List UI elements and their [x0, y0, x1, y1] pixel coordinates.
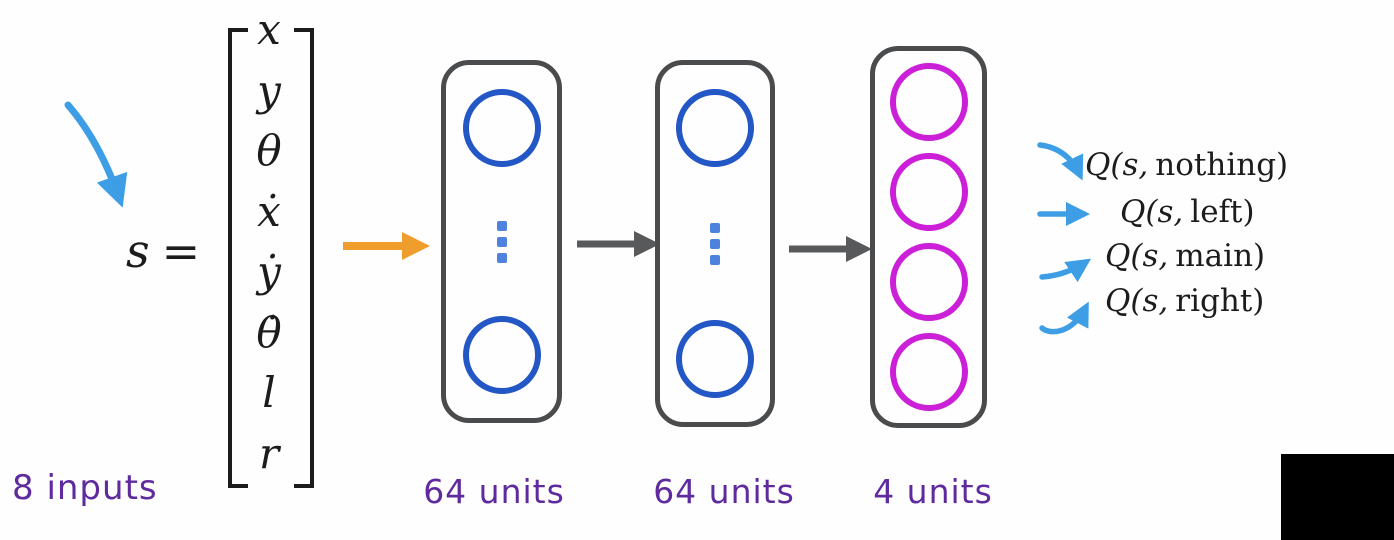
state-equation: s=	[126, 228, 200, 274]
q-value-left: Q(s,left)	[1120, 197, 1255, 228]
output-layer	[870, 46, 987, 428]
vector-entry: θ̇	[256, 307, 282, 357]
hidden-units-ellipsis-icon	[710, 222, 720, 265]
layer1-to-layer2-arrow-icon	[577, 231, 660, 257]
q-right-arrow-icon	[1039, 301, 1089, 335]
neuron-node	[889, 243, 968, 321]
layer2-to-layer3-arrow-icon	[789, 236, 872, 262]
vector-entry: y	[257, 65, 281, 115]
neuron-node	[889, 153, 968, 231]
corner-black-block	[1281, 454, 1394, 540]
vector-entry: r	[258, 428, 280, 478]
q-left-arrow-icon	[1037, 201, 1091, 227]
equals-sign: =	[161, 224, 201, 278]
vector-entry: θ	[256, 126, 282, 176]
inputs-count-label: 8 inputs	[12, 468, 158, 508]
q-value-main: Q(s,main)	[1105, 241, 1265, 272]
layer1-units-label: 64 units	[423, 472, 565, 511]
vector-entry: ẏ	[257, 247, 281, 297]
vector-entry: x	[257, 5, 281, 54]
q-action: nothing)	[1155, 147, 1289, 183]
q-main-arrow-icon	[1039, 258, 1092, 283]
neuron-node	[462, 316, 541, 394]
hidden-layer-1	[441, 60, 562, 423]
q-symbol: Q(s,	[1105, 283, 1169, 319]
neuron-node	[676, 89, 754, 167]
vector-entry: l	[262, 368, 276, 418]
neuron-node	[676, 320, 754, 398]
state-symbol: s	[126, 224, 150, 278]
q-action: right)	[1175, 283, 1265, 319]
layer2-units-label: 64 units	[653, 472, 795, 511]
neuron-node	[889, 63, 968, 141]
vector-bracket-right	[294, 28, 314, 488]
q-action: left)	[1190, 194, 1255, 230]
q-action: main)	[1175, 238, 1266, 274]
vector-entry: ẋ	[257, 186, 281, 236]
hidden-layer-2	[655, 60, 775, 427]
q-value-nothing: Q(s,nothing)	[1085, 150, 1288, 181]
vector-bracket-left	[228, 28, 248, 488]
q-symbol: Q(s,	[1105, 238, 1169, 274]
input-to-layer1-arrow-icon	[343, 232, 430, 260]
q-symbol: Q(s,	[1085, 147, 1149, 183]
q-symbol: Q(s,	[1120, 194, 1184, 230]
hidden-units-ellipsis-icon	[496, 220, 507, 263]
q-value-right: Q(s,right)	[1105, 286, 1264, 317]
neuron-node	[889, 333, 968, 411]
q-nothing-arrow-icon	[1037, 142, 1084, 181]
neuron-node	[462, 89, 541, 167]
layer3-units-label: 4 units	[873, 472, 993, 511]
input-annotation-arrow-icon	[64, 101, 128, 208]
